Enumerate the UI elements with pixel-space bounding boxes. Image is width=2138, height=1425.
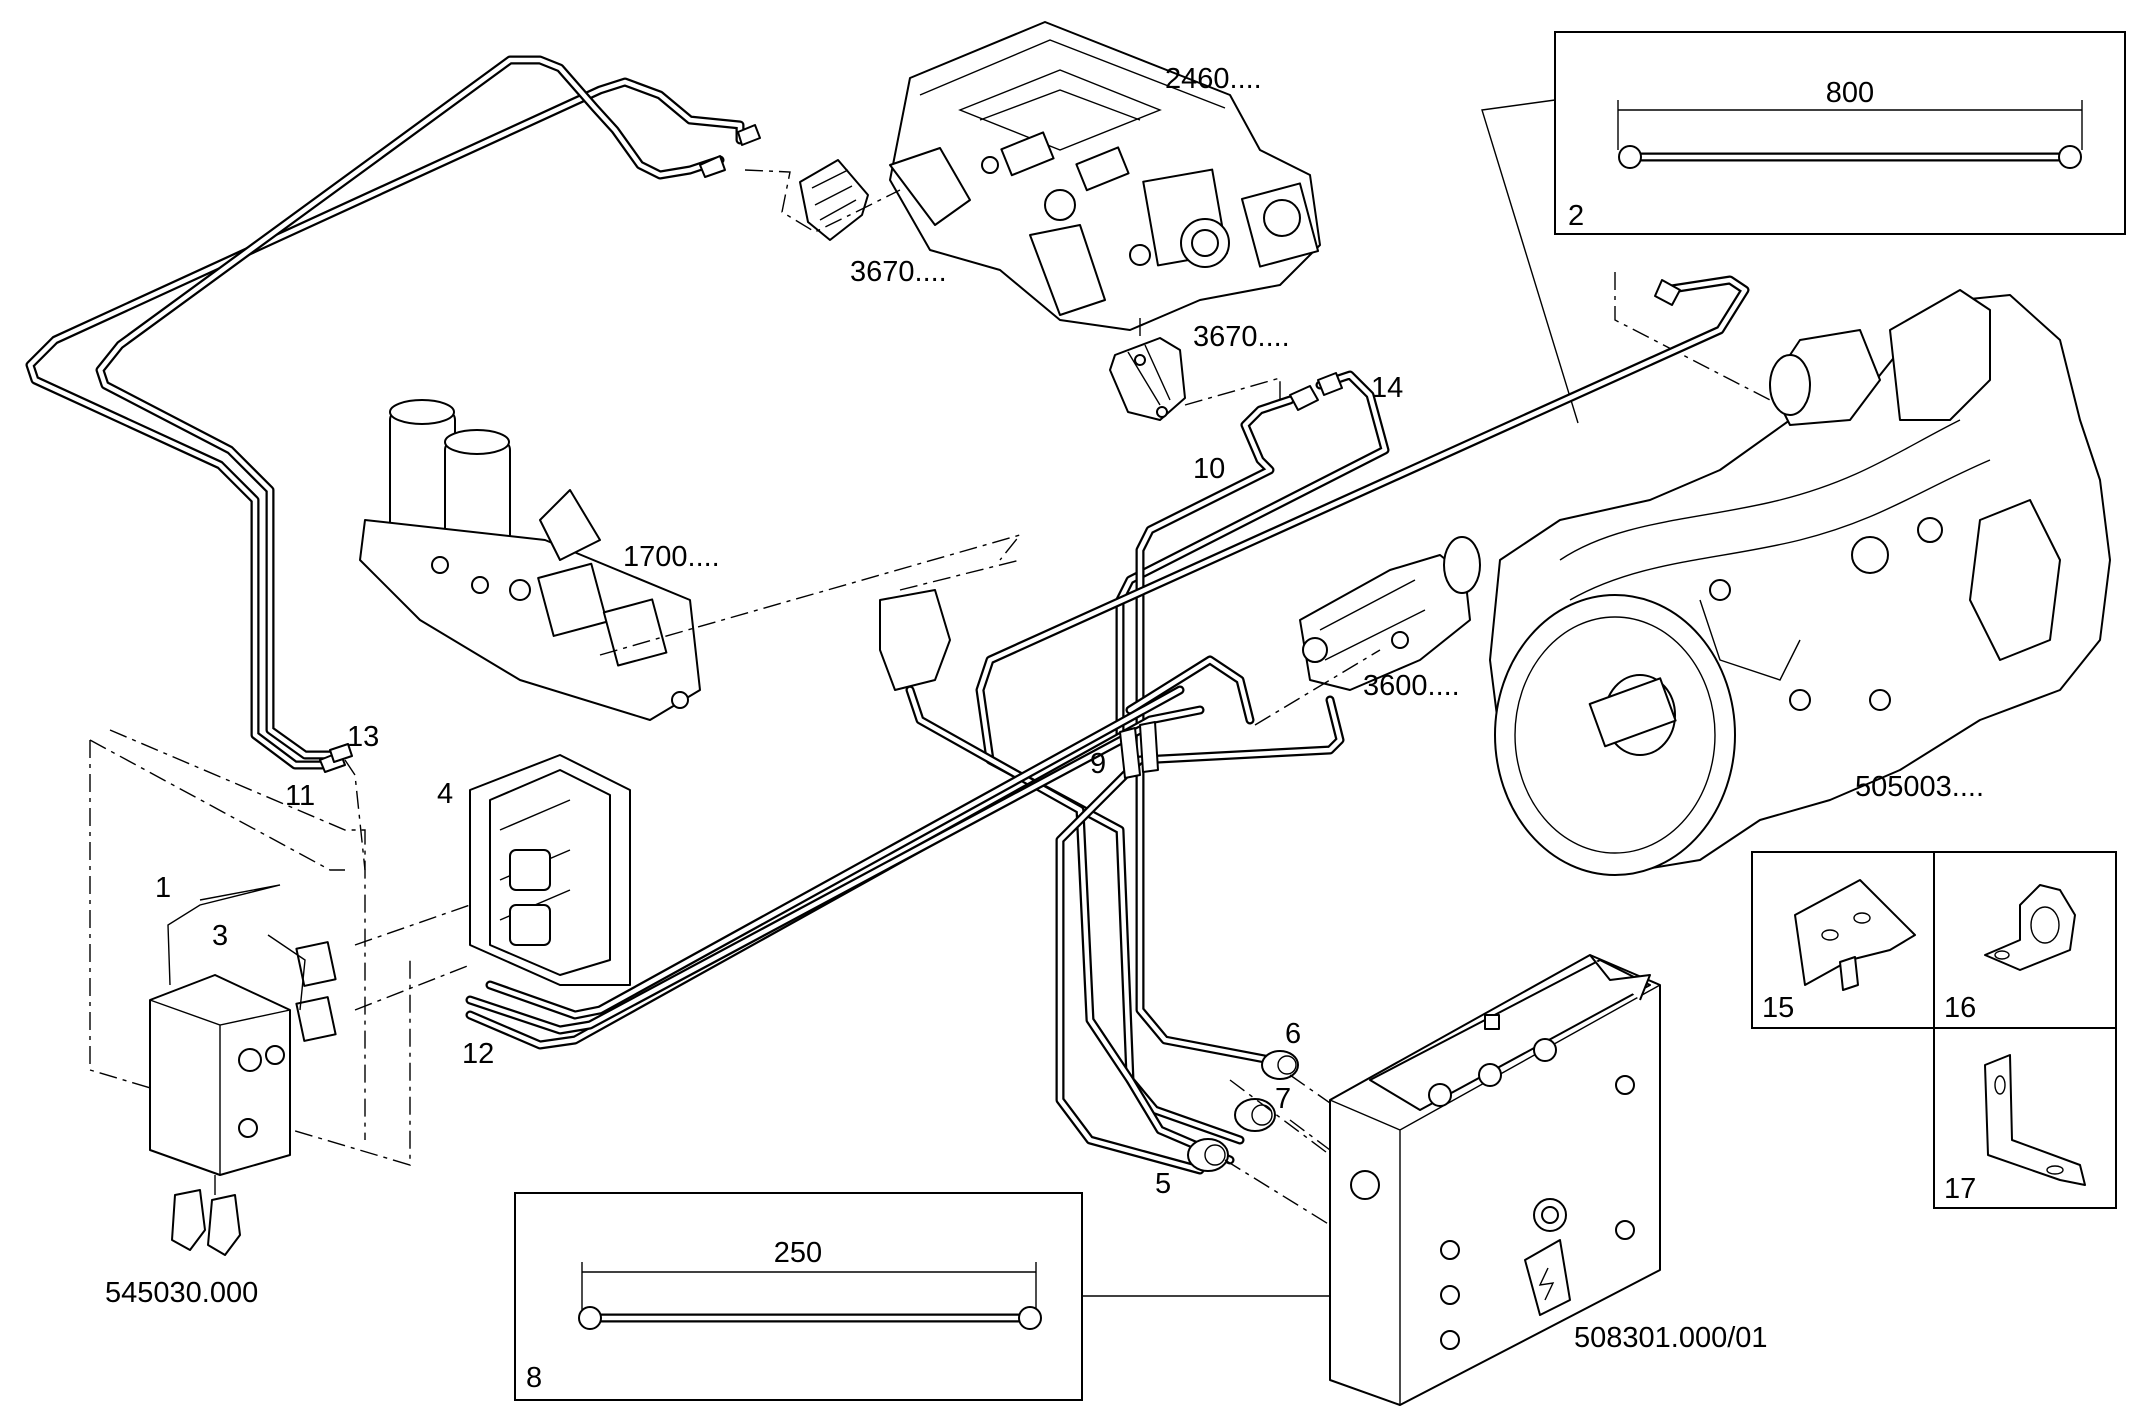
transmission-505003 [1489,289,2111,876]
reference-505003: 505003.... [1855,771,1984,803]
filter-unit-1700 [359,399,701,721]
inset-cable-250: 250 8 [514,1192,1330,1401]
part-number-2: 2 [1568,200,1584,232]
part-number-11: 11 [285,780,315,812]
part-number-6: 6 [1285,1018,1301,1050]
small-parts-table: 15 16 17 [1751,851,2117,1209]
cabinet-508301 [1329,954,1661,1406]
dimension-800-label: 800 [1826,77,1874,109]
inset-2-leader [1481,99,1579,424]
part-number-15: 15 [1762,992,1794,1024]
filter-3670-top [799,159,869,241]
dashline-bracket-b [354,964,471,1011]
part-number-16: 16 [1944,992,1976,1024]
dashline-tube-ends [344,759,366,871]
cable-lug-right [2058,145,2082,169]
dashline-1700-b [899,559,1021,591]
reference-3600: 3600.... [1363,670,1460,702]
part-number-10: 10 [1193,453,1225,485]
part-number-3: 3 [212,920,228,952]
part-number-14: 14 [1371,372,1403,404]
inset-frame-2 [1554,31,2126,235]
reference-508301: 508301.000/01 [1574,1322,1768,1354]
part-number-12: 12 [462,1038,494,1070]
cable-250-lug-left [578,1306,602,1330]
dashline-505003 [1614,272,1771,401]
part-number-17: 17 [1944,1173,1976,1205]
cell-17 [1933,1027,2117,1209]
inset-cable-800: 800 2 [1481,31,2126,424]
bracket-17 [1984,1054,2086,1186]
leader-1 [167,884,281,986]
dashline-bracket-a [354,904,471,946]
starter-motor-3600 [1299,536,1481,691]
clamp-16 [1984,884,2076,971]
bracket-15 [1794,879,1916,986]
flange-3670-bottom [1109,337,1186,421]
connector-7 [1234,1098,1276,1132]
dashline-starter [1254,649,1381,726]
relay-3 [267,934,337,1042]
inset-frame-8 [514,1192,1083,1401]
tube-ends-11-13 [319,743,353,773]
reference-2460: 2460.... [1165,63,1262,95]
part-number-7: 7 [1275,1083,1291,1115]
dashline-1700 [599,533,1022,656]
dashline-connector-7 [1289,1119,1331,1151]
bracket-4 [469,754,631,986]
dashline-frame-right [109,729,366,1140]
part-number-4: 4 [437,778,453,810]
tube-group-11-13 [25,55,761,770]
part-number-8: 8 [526,1362,542,1394]
reference-545030: 545030.000 [105,1277,258,1309]
connector-5 [1187,1138,1229,1172]
dashline-frame-top [89,739,345,871]
connector-6 [1261,1050,1299,1080]
part-number-9: 9 [1090,748,1106,780]
dashline-3670-bottom [1184,377,1281,406]
part-number-13: 13 [347,721,379,753]
central-harness [465,275,1750,1175]
dashline-3670-top [744,169,901,233]
cable-lug-left [1618,145,1642,169]
cable-250-lug-right [1018,1306,1042,1330]
part-number-1: 1 [155,872,171,904]
control-box-545030 [89,729,411,1256]
reference-1700: 1700.... [623,541,720,573]
dashline-cabinet [1229,1079,1331,1156]
gearbox-2460 [889,21,1321,331]
reference-3670-top: 3670.... [850,256,947,288]
dimension-250-label: 250 [774,1237,822,1269]
part-number-5: 5 [1155,1168,1171,1200]
reference-3670-bottom: 3670.... [1193,321,1290,353]
dashline-connector-5 [1224,1159,1331,1226]
